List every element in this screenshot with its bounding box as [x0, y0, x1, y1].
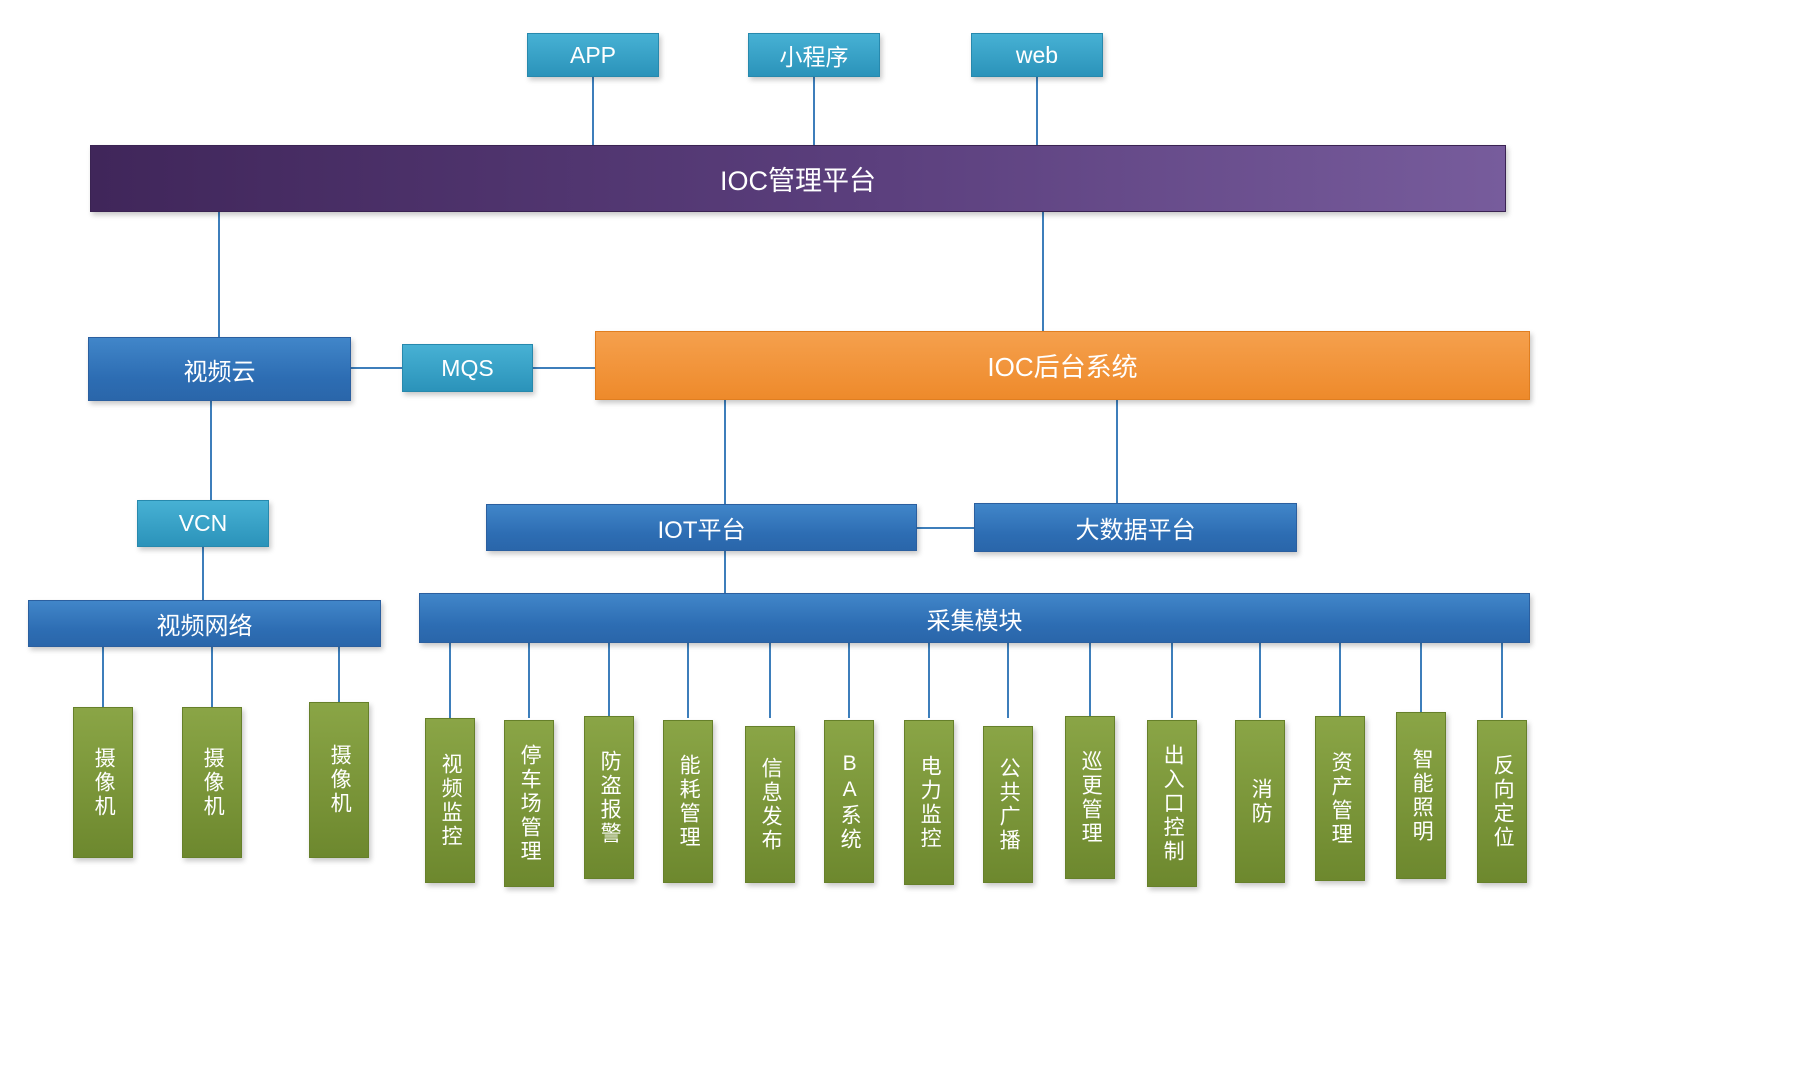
connector-web-to-ioc	[1036, 77, 1038, 145]
connector-collection-to-module-9	[1089, 643, 1091, 718]
node-app: APP	[527, 33, 659, 77]
connector-ioc-to-backend	[1042, 212, 1044, 331]
node-module: 巡更管理	[1065, 716, 1115, 879]
connector-network-to-camera-2	[211, 647, 213, 707]
connector-ioc-to-videocloud	[218, 212, 220, 337]
node-module: 消防	[1235, 720, 1285, 883]
connector-mqs-to-backend	[533, 367, 595, 369]
connector-collection-to-module-6	[848, 643, 850, 718]
node-ioc-platform: IOC管理平台	[90, 145, 1506, 212]
connector-app-to-ioc	[592, 77, 594, 145]
connector-collection-to-module-7	[928, 643, 930, 718]
connector-videocloud-to-mqs	[351, 367, 402, 369]
connector-iot-to-bigdata	[917, 527, 974, 529]
node-module: 智能照明	[1396, 712, 1446, 879]
node-camera: 摄像机	[309, 702, 369, 858]
connector-miniprogram-to-ioc	[813, 77, 815, 145]
connector-collection-to-module-13	[1420, 643, 1422, 718]
connector-collection-to-module-8	[1007, 643, 1009, 718]
node-camera: 摄像机	[182, 707, 242, 858]
connector-videocloud-to-vcn	[210, 401, 212, 500]
connector-collection-to-module-1	[449, 643, 451, 718]
node-module: 防盗报警	[584, 716, 634, 879]
connector-collection-to-module-10	[1171, 643, 1173, 718]
node-module: 资产管理	[1315, 716, 1365, 881]
connector-backend-to-iot	[724, 400, 726, 504]
connector-collection-to-module-5	[769, 643, 771, 718]
connector-collection-to-module-3	[608, 643, 610, 718]
node-collection-module: 采集模块	[419, 593, 1530, 643]
node-module: 公共广播	[983, 726, 1033, 883]
node-mqs: MQS	[402, 344, 533, 392]
node-web: web	[971, 33, 1103, 77]
node-miniprogram: 小程序	[748, 33, 880, 77]
node-vcn: VCN	[137, 500, 269, 547]
node-camera: 摄像机	[73, 707, 133, 858]
node-module: 反向定位	[1477, 720, 1527, 883]
node-module: 停车场管理	[504, 720, 554, 887]
node-iot-platform: IOT平台	[486, 504, 917, 551]
connector-network-to-camera-1	[102, 647, 104, 707]
node-bigdata-platform: 大数据平台	[974, 503, 1297, 552]
connector-collection-to-module-4	[687, 643, 689, 718]
connector-network-to-camera-3	[338, 647, 340, 702]
connector-collection-to-module-14	[1501, 643, 1503, 718]
connector-iot-to-collection	[724, 551, 726, 593]
node-video-cloud: 视频云	[88, 337, 351, 401]
node-module: 能耗管理	[663, 720, 713, 883]
connector-backend-to-bigdata	[1116, 400, 1118, 503]
node-module: 电力监控	[904, 720, 954, 885]
node-module: 出入口控制	[1147, 720, 1197, 887]
node-video-network: 视频网络	[28, 600, 381, 647]
node-module: 信息发布	[745, 726, 795, 883]
node-module: BA系统	[824, 720, 874, 883]
node-ioc-backend: IOC后台系统	[595, 331, 1530, 400]
connector-collection-to-module-11	[1259, 643, 1261, 718]
connector-collection-to-module-12	[1339, 643, 1341, 718]
connector-collection-to-module-2	[528, 643, 530, 718]
node-module: 视频监控	[425, 718, 475, 883]
connector-vcn-to-videonetwork	[202, 547, 204, 600]
